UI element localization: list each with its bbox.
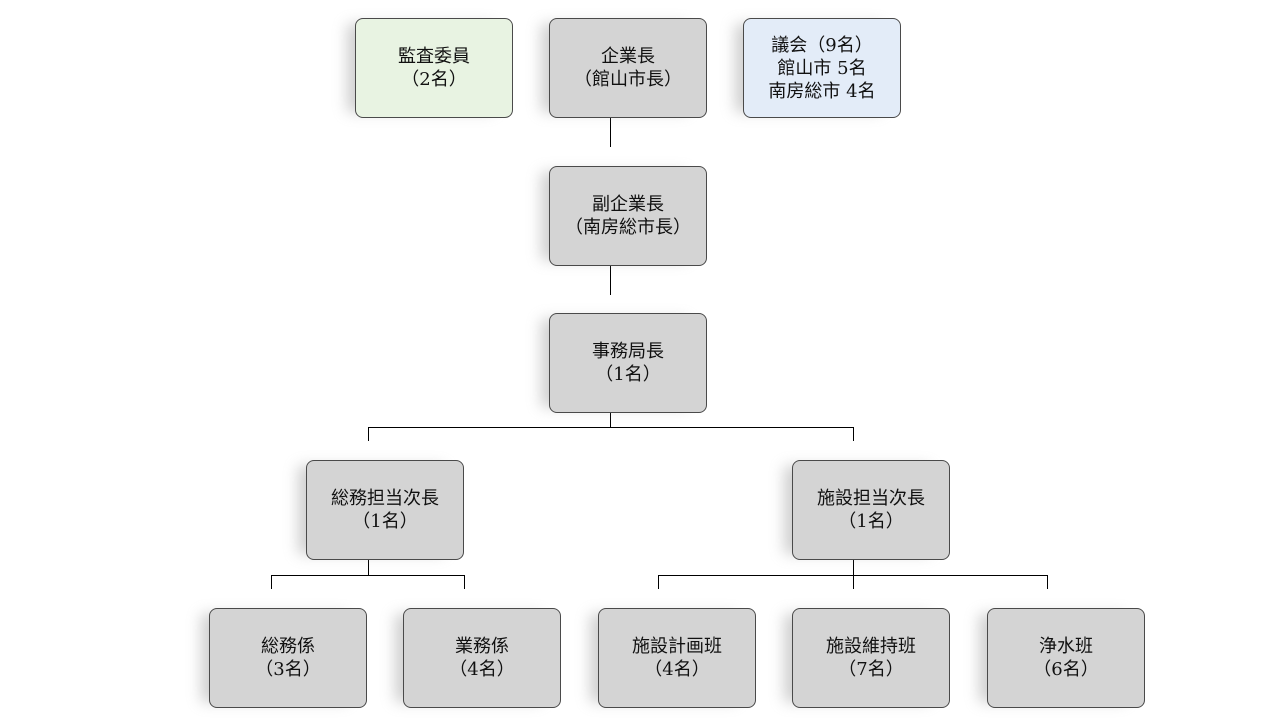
general-affairs-box: 総務係 （3名） xyxy=(209,608,367,708)
water-purification-count: （6名） xyxy=(1033,659,1099,680)
business-count: （4名） xyxy=(449,659,515,680)
audit-committee-box: 監査委員 （2名） xyxy=(355,18,513,118)
vice-ceo-title: 副企業長 xyxy=(592,194,664,215)
audit-committee-count: （2名） xyxy=(401,69,467,90)
connector-general-horizontal xyxy=(271,575,465,576)
facility-deputy-box: 施設担当次長 （1名） xyxy=(792,460,950,560)
audit-committee-title: 監査委員 xyxy=(398,46,470,67)
director-box: 事務局長 （1名） xyxy=(549,313,707,413)
general-deputy-box: 総務担当次長 （1名） xyxy=(306,460,464,560)
connector-to-general-deputy xyxy=(368,427,369,441)
director-title: 事務局長 xyxy=(592,341,664,362)
ceo-title: 企業長 xyxy=(601,46,655,67)
vice-ceo-holder: （南房総市長） xyxy=(565,217,691,238)
connector-facility-deputy-down xyxy=(853,560,854,575)
council-tateyama: 館山市 5名 xyxy=(777,57,867,79)
council-box: 議会（9名） 館山市 5名 南房総市 4名 xyxy=(743,18,901,118)
water-purification-box: 浄水班 （6名） xyxy=(987,608,1145,708)
connector-deputies-horizontal xyxy=(368,427,854,428)
facility-deputy-count: （1名） xyxy=(838,511,904,532)
general-deputy-title: 総務担当次長 xyxy=(331,488,439,509)
facility-planning-box: 施設計画班 （4名） xyxy=(598,608,756,708)
connector-to-general-affairs xyxy=(271,575,272,589)
connector-director-down xyxy=(610,413,611,428)
connector-to-facility-maintenance xyxy=(853,575,854,589)
vice-ceo-box: 副企業長 （南房総市長） xyxy=(549,166,707,266)
connector-general-deputy-down xyxy=(368,560,369,575)
facility-deputy-title: 施設担当次長 xyxy=(817,488,925,509)
council-title: 議会（9名） xyxy=(771,34,873,56)
ceo-holder: （館山市長） xyxy=(574,69,682,90)
facility-planning-title: 施設計画班 xyxy=(632,636,722,657)
business-title: 業務係 xyxy=(455,636,509,657)
connector-to-facility-deputy xyxy=(853,427,854,441)
connector-to-business xyxy=(464,575,465,589)
facility-maintenance-box: 施設維持班 （7名） xyxy=(792,608,950,708)
facility-maintenance-count: （7名） xyxy=(838,659,904,680)
connector-to-water-purification xyxy=(1047,575,1048,589)
general-deputy-count: （1名） xyxy=(352,511,418,532)
facility-maintenance-title: 施設維持班 xyxy=(826,636,916,657)
connector-ceo-vice xyxy=(610,118,611,147)
connector-to-facility-planning xyxy=(658,575,659,589)
business-box: 業務係 （4名） xyxy=(403,608,561,708)
general-affairs-title: 総務係 xyxy=(261,636,315,657)
facility-planning-count: （4名） xyxy=(644,659,710,680)
water-purification-title: 浄水班 xyxy=(1039,636,1093,657)
ceo-box: 企業長 （館山市長） xyxy=(549,18,707,118)
council-minamiboso: 南房総市 4名 xyxy=(768,80,876,102)
general-affairs-count: （3名） xyxy=(255,659,321,680)
connector-vice-director xyxy=(610,266,611,295)
director-count: （1名） xyxy=(595,364,661,385)
